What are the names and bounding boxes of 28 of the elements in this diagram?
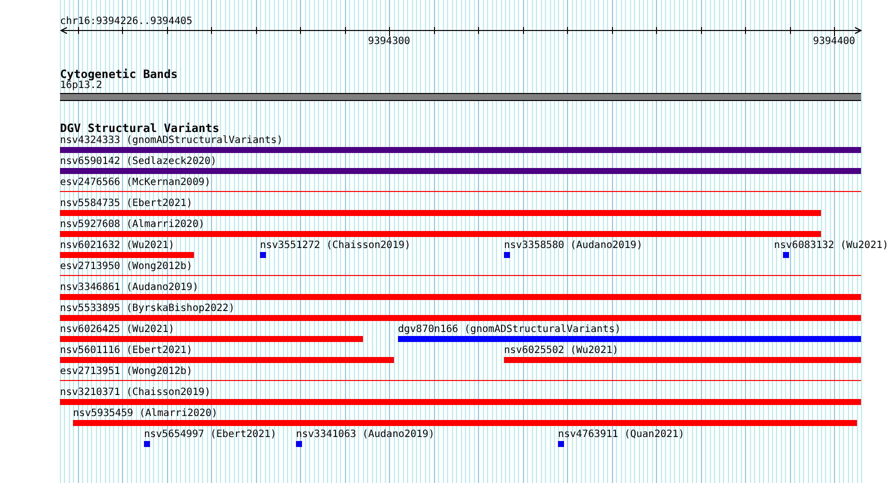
variant-label: nsv6021632 (Wu2021) xyxy=(60,240,174,251)
variant-label: nsv6026425 (Wu2021) xyxy=(60,324,174,335)
variant-label: dgv870n166 (gnomADStructuralVariants) xyxy=(398,324,621,335)
variant-label: nsv5654997 (Ebert2021) xyxy=(144,429,276,440)
track-heading: Cytogenetic Bands xyxy=(60,68,178,80)
variant-label: nsv6590142 (Sedlazeck2020) xyxy=(60,156,217,167)
variant-label: nsv5601116 (Ebert2021) xyxy=(60,345,192,356)
variant-label: nsv4763911 (Quan2021) xyxy=(558,429,684,440)
variant-label: nsv5533895 (ByrskaBishop2022) xyxy=(60,303,235,314)
variant-label: nsv6025502 (Wu2021) xyxy=(504,345,618,356)
variant-label: nsv4324333 (gnomADStructuralVariants) xyxy=(60,135,283,146)
coord-label: chr16:9394226..9394405 xyxy=(60,16,192,27)
variant-label: nsv6083132 (Wu2021) xyxy=(774,240,888,251)
variant-label: esv2713951 (Wong2012b) xyxy=(60,366,192,377)
variant-label: esv2476566 (McKernan2009) xyxy=(60,177,211,188)
band-label: 16p13.2 xyxy=(60,80,102,91)
track-heading: DGV Structural Variants xyxy=(60,122,220,134)
variant-label: nsv3346861 (Audano2019) xyxy=(60,282,198,293)
scale-label: 9394400 xyxy=(813,36,856,47)
variant-label: nsv5927608 (Almarri2020) xyxy=(60,219,204,230)
variant-label: nsv5584735 (Ebert2021) xyxy=(60,198,192,209)
variant-label: nsv5935459 (Almarri2020) xyxy=(73,408,218,419)
scale-label: 9394300 xyxy=(368,36,410,47)
variant-label: nsv3210371 (Chaisson2019) xyxy=(60,387,211,398)
variant-label: nsv3551272 (Chaisson2019) xyxy=(260,240,411,251)
variant-label: esv2713950 (Wong2012b) xyxy=(60,261,192,272)
variant-label: nsv3341063 (Audano2019) xyxy=(296,429,434,440)
variant-label: nsv3358580 (Audano2019) xyxy=(504,240,642,251)
